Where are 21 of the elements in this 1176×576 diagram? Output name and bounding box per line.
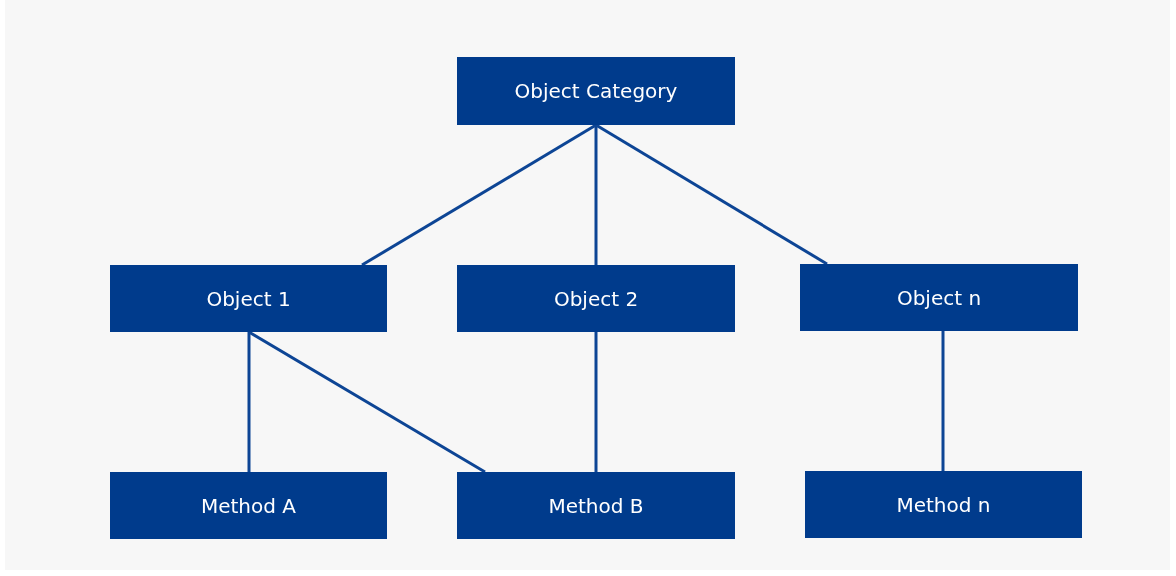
connector-line (248, 330, 486, 474)
process-box (457, 265, 735, 332)
connector-line (941, 331, 945, 471)
process-box (457, 57, 735, 125)
process-box (110, 265, 387, 332)
connector-line (361, 123, 597, 267)
box-label: Object 1 (206, 286, 291, 311)
connector-line (594, 332, 598, 472)
box-label: Object n (896, 285, 982, 310)
connector-line (594, 125, 598, 265)
box-label: Method n (896, 492, 991, 517)
process-box (457, 472, 735, 539)
process-box (800, 264, 1078, 331)
process-box (110, 472, 387, 539)
box-label: Object Category (514, 79, 678, 103)
box-label: Object 2 (553, 286, 639, 311)
connector-line (595, 123, 828, 266)
process-box (805, 471, 1082, 538)
box-label: Method B (548, 493, 644, 518)
box-label: Method A (200, 493, 297, 518)
connector-line (247, 332, 251, 472)
